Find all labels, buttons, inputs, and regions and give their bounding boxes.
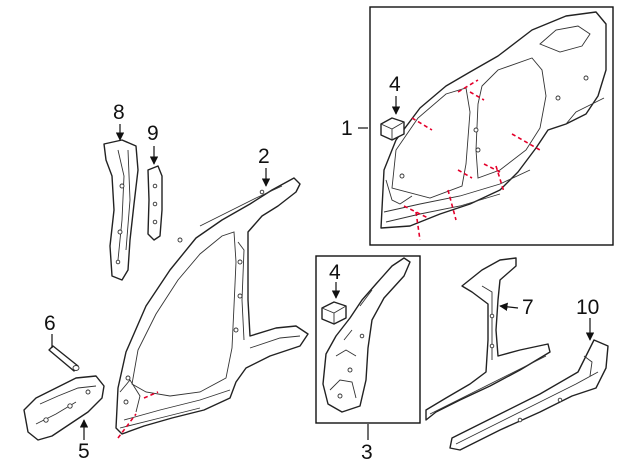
callout-2: 2 xyxy=(258,145,270,168)
cut-line xyxy=(457,79,479,93)
callout-10: 10 xyxy=(576,296,599,319)
pin-6 xyxy=(48,345,80,372)
leader-line xyxy=(499,302,519,312)
cut-line xyxy=(415,211,421,241)
front-pillar-inner xyxy=(322,257,411,413)
inset-panel-3 xyxy=(315,255,421,440)
cut-line xyxy=(447,189,457,221)
cut-line xyxy=(511,133,541,151)
rocker-panel-10 xyxy=(449,339,609,451)
cut-line xyxy=(117,413,137,439)
callout-3: 3 xyxy=(361,441,373,464)
body-side-inner-2 xyxy=(115,177,309,439)
callout-7: 7 xyxy=(522,296,534,319)
cut-line xyxy=(143,391,159,399)
cut-line xyxy=(495,165,505,193)
cut-line xyxy=(403,205,429,219)
part-4-block-lower xyxy=(321,301,347,325)
side-panel-assembly xyxy=(380,11,607,229)
cut-line xyxy=(457,169,473,179)
bracket-5 xyxy=(23,375,105,441)
cut-line xyxy=(411,117,433,131)
callout-8: 8 xyxy=(113,101,125,124)
callout-9: 9 xyxy=(147,122,159,145)
part-4-block-upper xyxy=(380,117,405,141)
cut-lines xyxy=(403,79,541,241)
inset-panel-1 xyxy=(358,6,614,246)
cut-line xyxy=(483,163,501,173)
callout-4-lower: 4 xyxy=(329,261,341,284)
callout-4-upper: 4 xyxy=(389,73,401,96)
cut-line xyxy=(469,91,485,101)
callout-1: 1 xyxy=(341,117,353,140)
callout-5: 5 xyxy=(78,440,90,463)
pillar-reinforcement-8 xyxy=(103,139,139,281)
callout-6: 6 xyxy=(44,312,56,335)
pillar-patch-9 xyxy=(147,165,163,241)
center-pillar-7 xyxy=(425,257,551,421)
